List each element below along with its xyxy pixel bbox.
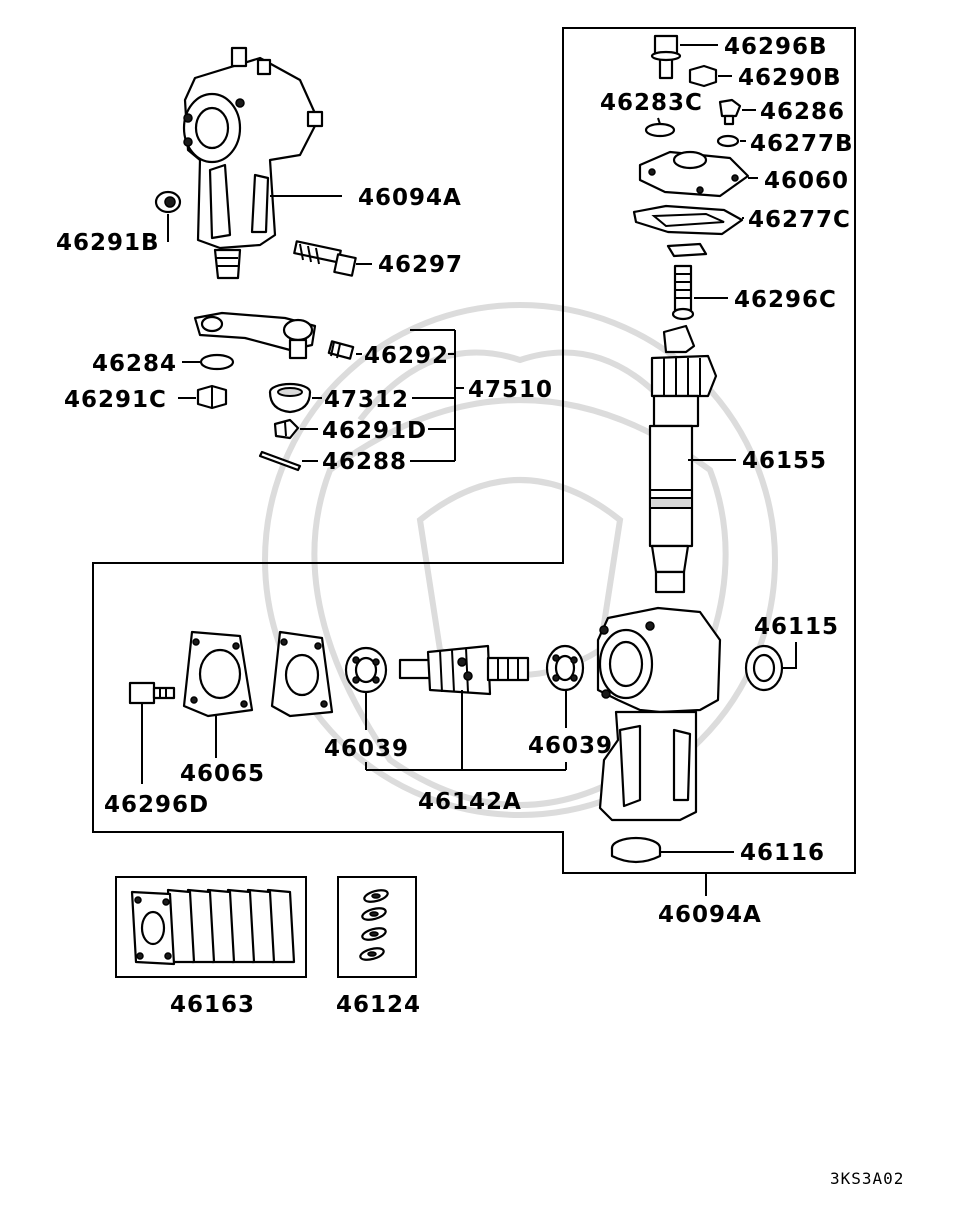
worm-shaft-part-46142A [398, 644, 530, 696]
nut-part-46291C [196, 384, 228, 410]
seat-part-46292 [327, 340, 355, 360]
label-46296C: 46296C [734, 287, 837, 313]
bolt-part-46296B [650, 34, 682, 80]
label-46039-left: 46039 [324, 736, 409, 762]
label-46290B: 46290B [738, 65, 842, 91]
bolt-part-46296D [128, 681, 176, 705]
washer-part-46283C [644, 122, 676, 138]
label-46142A: 46142A [418, 789, 522, 815]
label-46283C: 46283C [600, 90, 703, 116]
label-46060: 46060 [764, 168, 849, 194]
label-46286: 46286 [760, 99, 845, 125]
label-46277C: 46277C [748, 207, 851, 233]
bearing-part-46039-left [344, 646, 388, 694]
label-46277B: 46277B [750, 131, 854, 157]
label-46116: 46116 [740, 840, 825, 866]
label-46296B: 46296B [724, 34, 828, 60]
gasket-kit-part-46163 [130, 888, 296, 966]
pitman-arm-part [193, 311, 317, 360]
label-46297: 46297 [378, 252, 463, 278]
label-46124: 46124 [336, 992, 421, 1018]
bracket-47510 [410, 329, 464, 462]
bolt-part-46297 [293, 240, 357, 277]
boot-part-47312 [268, 382, 312, 414]
shim-kit-part-46124 [359, 889, 389, 961]
cotter-pin-part-46288 [258, 450, 302, 472]
washer-part-46277B [716, 134, 740, 148]
nut-part-46291D [273, 418, 300, 440]
nut-part-46291B [154, 190, 182, 214]
label-46288: 46288 [322, 449, 407, 475]
label-46065: 46065 [180, 761, 265, 787]
nut-part-46290B [688, 64, 718, 88]
label-46094A-bottom: 46094A [658, 902, 762, 928]
label-46155: 46155 [742, 448, 827, 474]
label-47510: 47510 [468, 377, 553, 403]
bearing-part-46039-right [545, 644, 585, 692]
kit-box-46124 [337, 876, 417, 978]
gear-housing-part [596, 606, 722, 822]
label-47312: 47312 [324, 387, 409, 413]
label-46284: 46284 [92, 351, 177, 377]
cover-part-46060 [638, 150, 750, 198]
bracket-46142A [365, 762, 567, 771]
bolt-part-46286 [718, 98, 742, 126]
label-46291C: 46291C [64, 387, 167, 413]
label-46296D: 46296D [104, 792, 209, 818]
bearing-part-46115 [744, 644, 784, 692]
end-cover-part-46065 [182, 630, 254, 718]
label-46163: 46163 [170, 992, 255, 1018]
steering-gear-assembly-part [182, 46, 324, 280]
sector-shaft-part-46155 [648, 324, 718, 594]
label-46115: 46115 [754, 614, 839, 640]
label-46039-right: 46039 [528, 733, 613, 759]
label-46291D: 46291D [322, 418, 427, 444]
label-46292: 46292 [364, 343, 449, 369]
washer-part-46284 [199, 353, 235, 371]
plate-part-small [666, 242, 708, 258]
diagram-code: 3KS3A02 [830, 1169, 904, 1188]
seal-part-46116 [610, 836, 662, 864]
label-46094A-top: 46094A [358, 185, 462, 211]
gasket-part-end [270, 630, 334, 718]
kit-box-46163 [115, 876, 307, 978]
adjusting-screw-part-46296C [671, 264, 695, 321]
label-46291B: 46291B [56, 230, 160, 256]
gasket-part-46277C [632, 204, 744, 236]
gear-housing-assembly-box [92, 27, 856, 874]
